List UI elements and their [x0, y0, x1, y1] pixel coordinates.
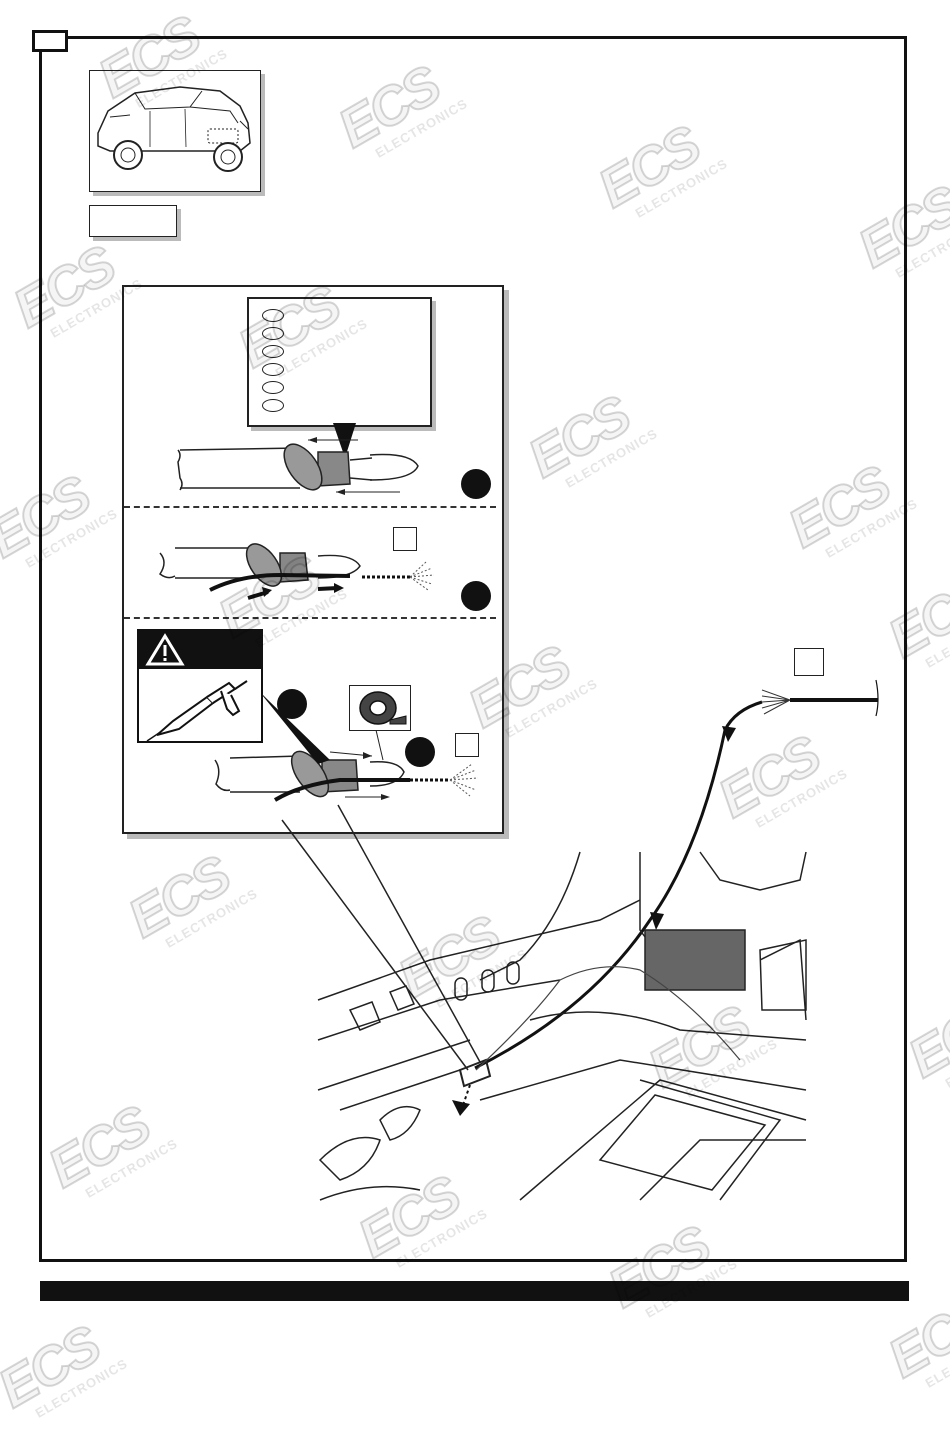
warning-panel	[137, 629, 263, 743]
legend-oval	[262, 399, 284, 412]
legend-oval	[262, 327, 284, 340]
label-box	[89, 205, 177, 237]
reference-box	[794, 648, 824, 676]
vehicle-floor-overview	[317, 851, 807, 1201]
step-separator	[124, 617, 496, 619]
legend-oval	[262, 381, 284, 394]
insulation-tape-icon	[349, 685, 411, 731]
page-frame	[39, 36, 907, 1262]
legend-oval	[262, 363, 284, 376]
car-thumbnail	[89, 70, 261, 192]
legend-oval	[262, 345, 284, 358]
warning-header	[139, 631, 261, 669]
legend-oval	[262, 309, 284, 322]
sealant-gun-icon	[146, 680, 248, 742]
watermark-subtitle: ELECTRONICS	[32, 1355, 131, 1421]
reference-box	[393, 527, 417, 551]
reference-box	[455, 733, 479, 757]
car-rear-three-quarter-icon	[97, 86, 251, 172]
warning-triangle-icon	[145, 633, 185, 666]
step-number-box	[32, 30, 68, 52]
harness-routing	[317, 679, 879, 1201]
step-separator	[124, 506, 496, 508]
detail-drawings	[158, 423, 491, 1071]
legend-box	[247, 297, 432, 427]
footer-bar	[40, 1281, 909, 1301]
